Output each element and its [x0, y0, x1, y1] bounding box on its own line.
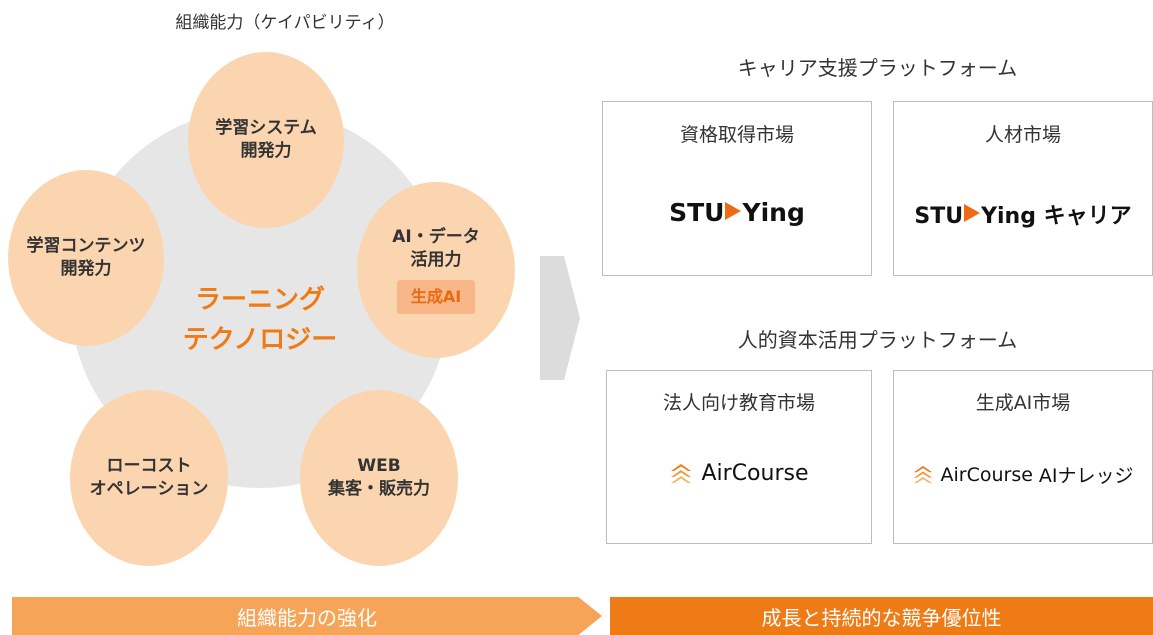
center-line: テクノロジー: [182, 325, 338, 356]
aircourse-chevron-icon: [671, 463, 692, 483]
petal-low-cost: ローコスト オペレーション: [70, 390, 228, 566]
petal-line: 開発力: [240, 141, 292, 161]
petal-ai-data: AI・データ 活用力 生成AI: [357, 182, 515, 358]
logo-part: Ying: [742, 198, 805, 227]
petal-line: ローコスト: [106, 456, 192, 477]
market-title: 人材市場: [984, 124, 1061, 146]
capability-strengthening-bar: 組織能力の強化: [12, 597, 602, 635]
market-box-corporate-education: 法人向け教育市場 AirCourse: [606, 370, 872, 544]
center-line: ラーニング: [194, 285, 325, 315]
play-triangle-icon: [725, 202, 742, 220]
generative-ai-badge: 生成AI: [396, 280, 476, 314]
aircourse-logo: AirCourse: [607, 461, 871, 486]
market-title: 生成AI市場: [975, 392, 1071, 414]
studying-career-logo: STU Ying キャリア: [894, 198, 1152, 230]
logo-text: AirCourse: [701, 461, 809, 486]
human-capital-platform-title: 人的資本活用プラットフォーム: [737, 328, 1018, 352]
aircourse-ai-knowledge-logo: AirCourse AIナレッジ: [894, 461, 1152, 488]
petal-line: オペレーション: [89, 479, 209, 499]
learning-technology-label: ラーニング テクノロジー: [170, 280, 350, 361]
petal-learning-system: 学習システム 開発力: [188, 52, 344, 228]
bar-label: 組織能力の強化: [237, 605, 377, 630]
flow-arrow-icon: [540, 256, 580, 380]
petal-line: WEB: [357, 456, 401, 477]
market-box-qualification: 資格取得市場 STU Ying: [602, 101, 872, 276]
logo-part: STU: [669, 198, 725, 227]
petal-web-marketing: WEB 集客・販売力: [300, 390, 458, 566]
capability-caption: 組織能力（ケイパビリティ）: [175, 13, 395, 33]
logo-part: Ying: [981, 204, 1036, 229]
logo-text: AirCourse: [940, 463, 1033, 486]
logo-part: STU: [914, 204, 964, 229]
petal-line: AI・データ: [392, 227, 480, 248]
market-box-generative-ai: 生成AI市場 AirCourse AIナレッジ: [893, 370, 1153, 544]
logo-extra: AIナレッジ: [1038, 465, 1134, 487]
petal-line: 集客・販売力: [328, 479, 430, 499]
market-box-talent: 人材市場 STU Ying キャリア: [893, 101, 1153, 276]
logo-extra: キャリア: [1043, 204, 1132, 229]
petal-line: 活用力: [410, 250, 462, 271]
petal-line: 開発力: [60, 259, 112, 279]
career-platform-title: キャリア支援プラットフォーム: [737, 56, 1018, 80]
petal-line: 学習システム: [215, 118, 317, 139]
competitive-advantage-bar: 成長と持続的な競争優位性: [610, 597, 1153, 635]
play-triangle-icon: [964, 204, 981, 222]
petal-line: 学習コンテンツ: [26, 236, 146, 257]
market-title: 法人向け教育市場: [662, 392, 815, 414]
bar-label: 成長と持続的な競争優位性: [761, 605, 1002, 630]
studying-logo: STU Ying: [603, 198, 871, 227]
petal-learning-content: 学習コンテンツ 開発力: [8, 170, 164, 346]
market-title: 資格取得市場: [679, 124, 794, 146]
aircourse-chevron-icon: [914, 465, 933, 483]
